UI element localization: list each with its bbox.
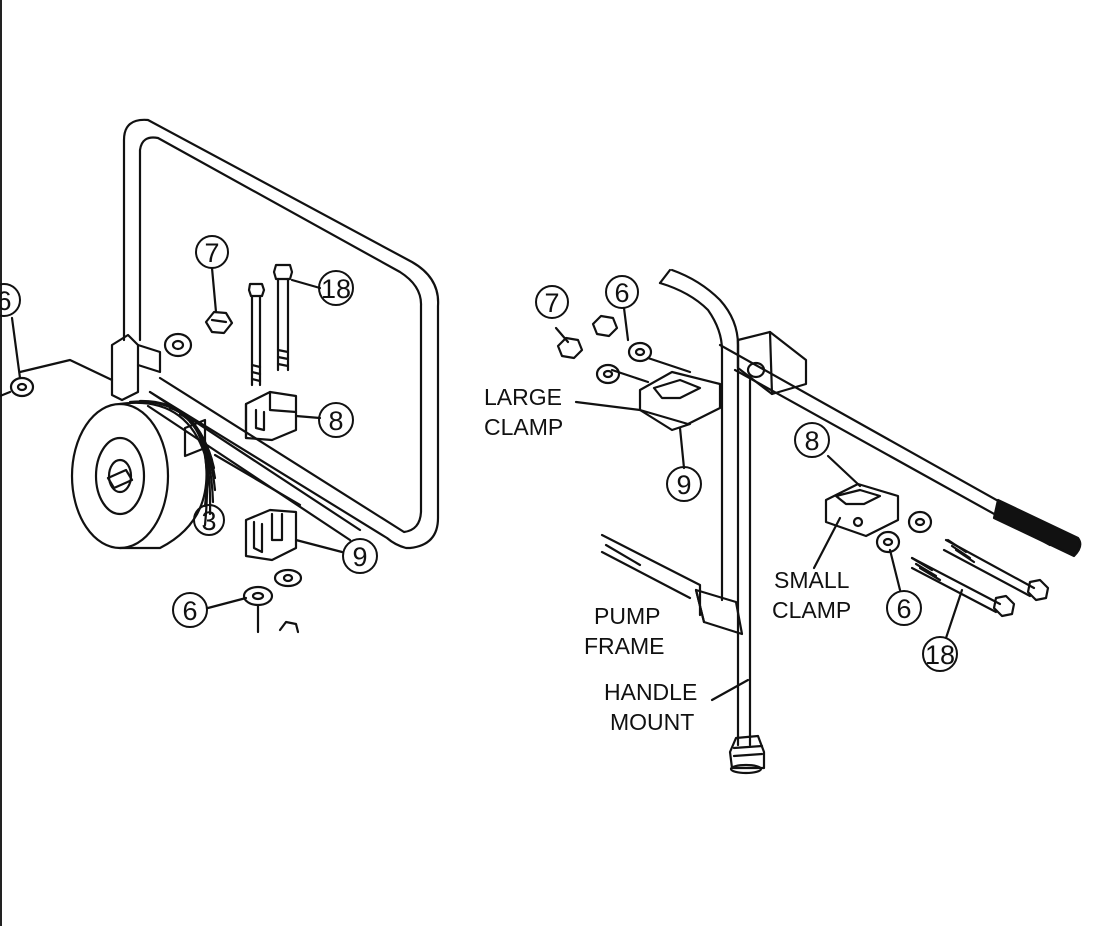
callout-right-18: 18: [925, 640, 955, 670]
callout-left-6-top: 6: [0, 286, 12, 316]
handle-tube-right: [658, 268, 1052, 747]
bolt-left-18: [272, 263, 294, 372]
leaders-right: [554, 306, 964, 702]
pump-frame-right: [600, 533, 744, 636]
callout-right-6-bottom: 6: [896, 594, 911, 624]
callout-right-6-top: 6: [614, 278, 629, 308]
page-left-border: [0, 0, 2, 926]
callout-right-7: 7: [544, 288, 559, 318]
label-handle-mount-line1: HANDLE: [604, 679, 697, 705]
label-large-clamp-line1: LARGE: [484, 384, 562, 410]
nut-left-7: [204, 310, 234, 335]
leaders-left: [10, 266, 344, 610]
label-pump-frame-line1: PUMP: [594, 603, 660, 629]
label-small-clamp-line1: SMALL: [774, 567, 850, 593]
label-large-clamp-line2: CLAMP: [484, 414, 563, 440]
handle-foot: [728, 734, 766, 775]
small-clamp: [824, 482, 900, 538]
label-handle-mount-line2: MOUNT: [610, 709, 694, 735]
bolt-left-a: [247, 282, 266, 387]
clamp-left-9: [244, 508, 298, 562]
bolts-right: [910, 538, 1050, 618]
handle-mount-block: [736, 330, 808, 396]
label-pump-frame-line2: FRAME: [584, 633, 665, 659]
washers-right-bottom: [875, 510, 933, 554]
clamp-left-8: [244, 390, 298, 442]
callout-right-8: 8: [804, 426, 819, 456]
handle-grip: [992, 498, 1082, 558]
label-small-clamp-line2: CLAMP: [772, 597, 851, 623]
wheel-left: [70, 399, 302, 550]
washers-left-bottom: [242, 568, 303, 634]
callout-left-18: 18: [321, 274, 351, 304]
callout-left-8: 8: [328, 406, 343, 436]
callout-right-9: 9: [676, 470, 691, 500]
washer-left-near-nut: [163, 332, 193, 358]
callout-left-9: 9: [352, 542, 367, 572]
washer-left-6-top: [0, 376, 35, 398]
large-clamp: [638, 370, 722, 432]
pump-frame-tube-left: [122, 118, 440, 550]
callout-left-6-bottom: 6: [182, 596, 197, 626]
callout-left-7: 7: [204, 238, 219, 268]
callout-circles: [0, 235, 958, 672]
callout-left-3: 3: [201, 506, 216, 536]
